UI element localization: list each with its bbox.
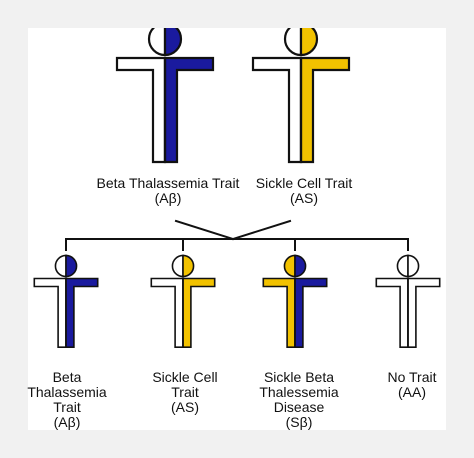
child-beta-thalassemia-trait-label: Beta Thalassemia Trait (Aβ) xyxy=(27,369,107,430)
figure-head-right-half xyxy=(407,254,420,278)
child-no-trait-figure xyxy=(375,254,441,348)
figure-body-left-half xyxy=(150,277,184,348)
figure-body-left-half xyxy=(115,56,167,164)
figure-body-right-half xyxy=(163,56,215,164)
figures xyxy=(33,21,441,348)
figure-head-right-half xyxy=(182,254,195,278)
parent-sickle-cell-trait-label: Sickle Cell Trait (AS) xyxy=(255,175,353,206)
figure-body-right-half xyxy=(407,277,441,348)
child-no-trait-label: No Trait (AA) xyxy=(387,369,437,400)
child-sickle-beta-thalassemia-disease-label: Sickle Beta Thalessemia Disease (Sβ) xyxy=(259,369,339,430)
cross-line-left xyxy=(174,219,235,241)
parent-beta-thalassemia-trait-label: Beta Thalassemia Trait (Aβ) xyxy=(96,175,240,206)
figure-head-left-half xyxy=(283,254,296,278)
child-sickle-cell-trait-figure xyxy=(150,254,216,348)
cross-line-right xyxy=(231,219,292,241)
figure-body-left-half xyxy=(33,277,67,348)
figure-head-right-half xyxy=(65,254,78,278)
figure-head-right-half xyxy=(294,254,307,278)
left-margin xyxy=(0,0,28,458)
diagram-panel xyxy=(28,28,446,430)
figure-head-left-half xyxy=(396,254,409,278)
parent-beta-thalassemia-trait-figure xyxy=(115,21,215,164)
child-beta-thalassemia-trait-figure xyxy=(33,254,99,348)
connector-lines xyxy=(65,219,409,251)
figure-body-right-half xyxy=(182,277,216,348)
figure-body-left-half xyxy=(251,56,303,164)
top-margin xyxy=(0,0,474,28)
figure-body-right-half xyxy=(65,277,99,348)
child-sickle-beta-thalassemia-disease-figure xyxy=(262,254,328,348)
right-margin xyxy=(446,0,474,458)
figure-head-left-half xyxy=(54,254,67,278)
figure-head-left-half xyxy=(171,254,184,278)
child-sickle-cell-trait-label: Sickle Cell Trait (AS) xyxy=(152,369,218,415)
parent-sickle-cell-trait-figure xyxy=(251,21,351,164)
figure-body-left-half xyxy=(375,277,409,348)
figure-body-right-half xyxy=(299,56,351,164)
figure-body-left-half xyxy=(262,277,296,348)
figure-body-right-half xyxy=(294,277,328,348)
